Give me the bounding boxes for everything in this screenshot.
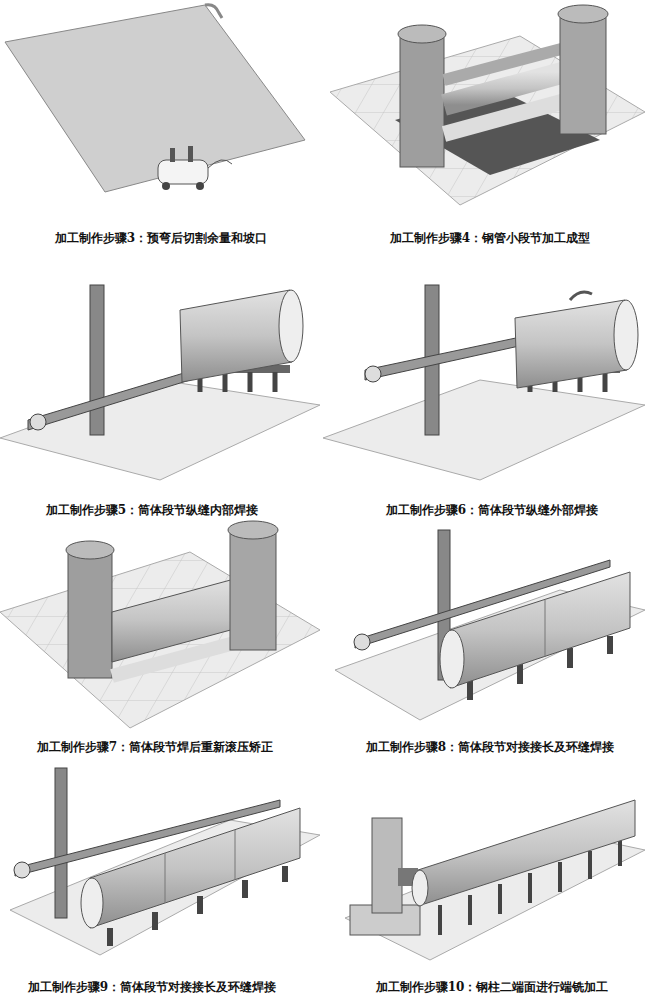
re-rolling xyxy=(0,521,320,728)
step-caption: 加工制作步骤6：筒体段节纵缝外部焊接 xyxy=(386,503,598,517)
girth-welding-3 xyxy=(10,768,320,955)
step-caption: 加工制作步骤10：钢柱二端面进行端铣加工 xyxy=(376,980,609,994)
rolling-machine xyxy=(330,5,645,205)
step-caption: 加工制作步骤9：筒体段节对接接长及环缝焊接 xyxy=(28,980,276,994)
step-caption: 加工制作步骤8：筒体段节对接接长及环缝焊接 xyxy=(366,740,614,754)
inner-welding xyxy=(0,285,320,480)
step-caption: 加工制作步骤5：筒体段节纵缝内部焊接 xyxy=(46,503,258,517)
outer-welding xyxy=(323,285,645,480)
step-caption: 加工制作步骤7：筒体段节焊后重新滚压矫正 xyxy=(37,740,273,754)
end-milling xyxy=(345,800,645,960)
step-caption: 加工制作步骤4：钢管小段节加工成型 xyxy=(390,231,590,245)
step-caption: 加工制作步骤3：预弯后切割余量和坡口 xyxy=(55,231,267,245)
girth-welding-2 xyxy=(335,530,645,720)
plate-cutting xyxy=(5,5,305,192)
